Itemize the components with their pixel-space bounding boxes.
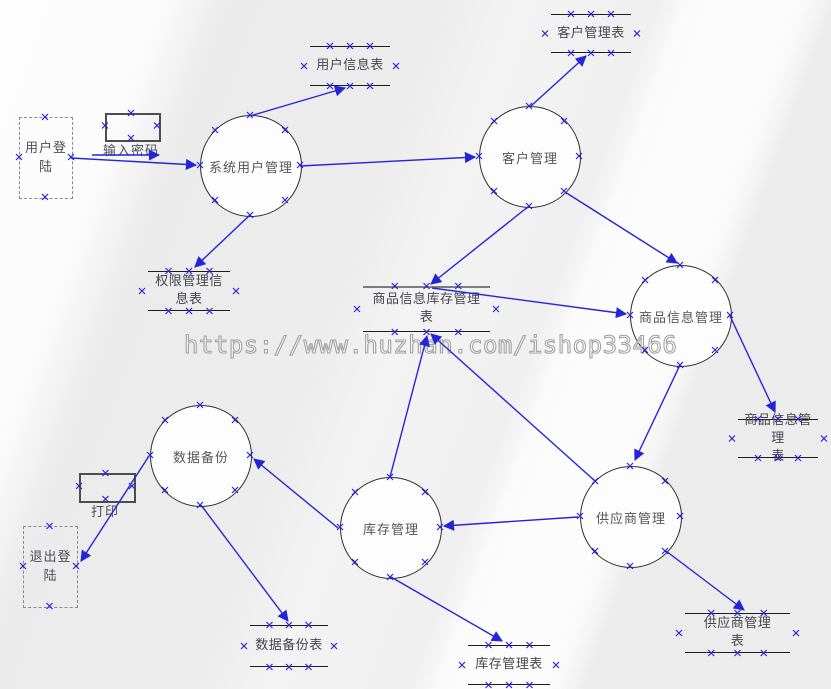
datastore-top-line bbox=[250, 625, 328, 626]
datastore-supplier-table[interactable]: 供应商管理 表 bbox=[685, 613, 790, 653]
action-enter-password-box[interactable] bbox=[105, 113, 161, 142]
process-inventory-management[interactable]: 库存管理 bbox=[340, 477, 442, 579]
process-system-user-management[interactable]: 系统用户管理 bbox=[200, 115, 302, 217]
action-enter-password-label: 输入密码 bbox=[102, 144, 159, 159]
datastore-product-info-table[interactable]: 商品信息管 理 表 bbox=[738, 413, 818, 464]
datastore-top-line bbox=[363, 286, 490, 288]
action-print-box[interactable] bbox=[79, 473, 136, 503]
datastore-top-line bbox=[148, 271, 230, 272]
process-supplier-management[interactable]: 供应商管理 bbox=[580, 466, 682, 568]
datastore-top-line bbox=[551, 14, 631, 15]
action-print-label: 打印 bbox=[90, 505, 119, 520]
process-data-backup[interactable]: 数据备份 bbox=[150, 405, 252, 507]
datastore-bottom-line bbox=[250, 666, 328, 667]
datastore-top-line bbox=[468, 645, 550, 646]
datastore-product-inventory-table[interactable]: 商品信息库存管理 表 bbox=[363, 286, 490, 332]
watermark-text: https://www.huzhan.com/ishop33466 bbox=[183, 330, 678, 359]
datastore-inventory-table[interactable]: 库存管理表 bbox=[468, 645, 550, 685]
datastore-label: 商品信息库存管理 表 bbox=[372, 292, 481, 325]
process-customer-management[interactable]: 客户管理 bbox=[479, 106, 581, 208]
process-label: 供应商管理 bbox=[595, 511, 666, 527]
datastore-bottom-line bbox=[738, 457, 818, 458]
entity-logout[interactable]: 退出登 陆 bbox=[23, 526, 78, 608]
datastore-bottom-line bbox=[148, 310, 230, 311]
datastore-label: 数据备份表 bbox=[255, 638, 323, 653]
process-label: 库存管理 bbox=[362, 522, 419, 538]
datastore-bottom-line bbox=[310, 85, 390, 86]
datastore-permission-info-table[interactable]: 权限管理信 息表 bbox=[148, 271, 230, 311]
process-product-info-management[interactable]: 商品信息管理 bbox=[630, 265, 732, 367]
datastore-top-line bbox=[685, 613, 790, 614]
process-label: 数据备份 bbox=[172, 450, 229, 466]
datastore-bottom-line bbox=[685, 652, 790, 653]
process-label: 商品信息管理 bbox=[638, 310, 723, 326]
datastore-label: 客户管理表 bbox=[557, 25, 625, 41]
datastore-label: 库存管理表 bbox=[475, 657, 543, 672]
datastore-user-info-table[interactable]: 用户信息表 bbox=[310, 46, 390, 86]
datastore-top-line bbox=[310, 46, 390, 47]
datastore-bottom-line bbox=[551, 52, 631, 53]
datastore-data-backup-table[interactable]: 数据备份表 bbox=[250, 625, 328, 667]
process-label: 客户管理 bbox=[501, 151, 558, 167]
datastore-bottom-line bbox=[468, 684, 550, 685]
process-label: 系统用户管理 bbox=[208, 160, 293, 176]
datastore-label: 用户信息表 bbox=[316, 58, 384, 73]
datastore-label: 权限管理信 息表 bbox=[155, 274, 223, 307]
datastore-bottom-line bbox=[363, 331, 490, 332]
entity-user-login[interactable]: 用户登 陆 bbox=[19, 117, 73, 199]
datastore-customer-management-table[interactable]: 客户管理表 bbox=[551, 14, 631, 53]
datastore-label: 供应商管理 表 bbox=[703, 616, 772, 649]
